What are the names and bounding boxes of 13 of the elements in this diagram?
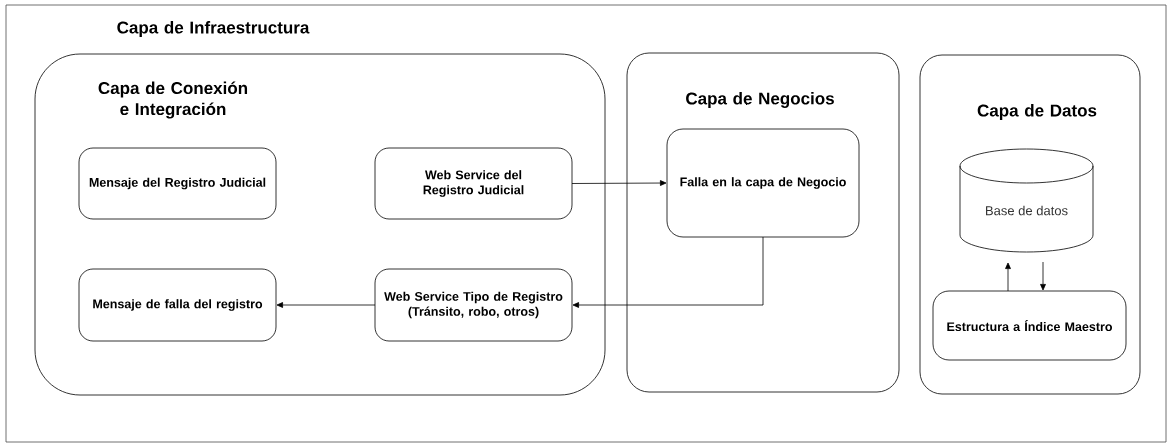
process-box: Mensaje de falla del registro — [78, 268, 277, 342]
arrow — [1040, 261, 1046, 291]
arrow — [1005, 262, 1011, 292]
process-box: Estructura a Índice Maestro — [932, 290, 1127, 361]
arrow — [572, 236, 764, 308]
process-box: Mensaje del Registro Judicial — [78, 147, 277, 220]
process-box: Web Service Tipo de Registro (Tránsito, robo, otros) — [374, 268, 573, 342]
process-box: Falla en la capa de Negocio — [666, 128, 860, 238]
database-cylinder: Base de datos — [959, 148, 1094, 253]
arrow — [571, 180, 667, 186]
arrow — [276, 302, 376, 308]
node-label: Base de datos — [986, 205, 1068, 216]
process-box: Web Service del Registro Judicial — [374, 147, 573, 220]
